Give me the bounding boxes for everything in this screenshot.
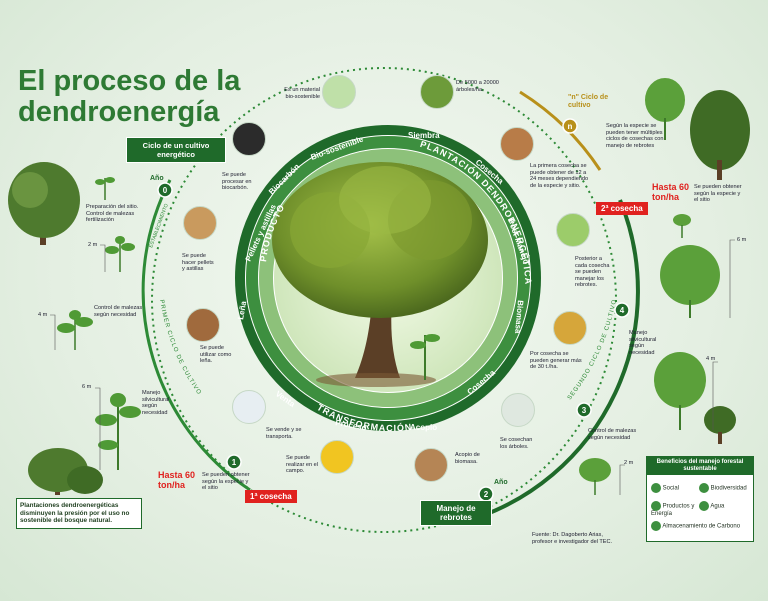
height-rulers <box>50 239 735 495</box>
seedling-plot-icon <box>420 75 454 109</box>
note-n-ciclo: Según la especie se pueden tener múltipl… <box>606 123 664 149</box>
benefit-productos: Productos y Energía <box>651 501 699 517</box>
benefit-biodiversidad-label: Biodiversidad <box>710 485 747 492</box>
hasta-right: Hasta 60 ton/ha <box>652 182 690 202</box>
height-6m-left: 6 m <box>82 384 92 390</box>
benefits-title: Beneficios del manejo forestal sustentab… <box>647 457 753 475</box>
year-label-top: Año <box>150 175 164 182</box>
benefit-social-label: Social <box>662 485 680 492</box>
height-6m-right: 6 m <box>737 237 747 243</box>
ring-mid <box>246 136 530 420</box>
marker-3: 3 <box>582 406 587 415</box>
firewood-icon <box>186 308 220 342</box>
plantaciones-box: Plantaciones dendroenergéticas disminuye… <box>16 498 142 529</box>
ring-light <box>259 149 517 407</box>
note-cosechan: Se cosechan los árboles. <box>500 437 533 450</box>
logs-icon <box>414 448 448 482</box>
pellets-icon <box>183 206 217 240</box>
source-note: Fuente: Dr. Dagoberto Arias, profesor e … <box>532 532 613 545</box>
note-primera-cosecha: La primera cosecha se puede obtener de 1… <box>530 163 589 189</box>
note-preparacion: Preparación del sitio. Control de maleza… <box>86 204 139 224</box>
carbon-icon <box>651 521 661 531</box>
benefit-carbono-label: Almacenamiento de Carbono <box>662 523 741 530</box>
marker-4: 4 <box>620 306 625 315</box>
year-label-bottom: Año <box>494 479 508 486</box>
social-icon <box>651 483 661 493</box>
biomass-rolls-icon <box>553 311 587 345</box>
chainsaw-icon <box>501 393 535 427</box>
ring-siembra: Siembra <box>408 131 440 140</box>
benefit-social: Social <box>651 483 679 493</box>
n-ciclo-label: "n" Ciclo de cultivo <box>568 94 609 109</box>
hasta-left: Hasta 60 ton/ha <box>158 470 196 490</box>
height-2m-left: 2 m <box>88 242 98 248</box>
marker-1: 1 <box>232 458 237 467</box>
note-control1: Control de malezas según necesidad <box>94 305 143 318</box>
ring-biomasa: Biomasa <box>513 300 525 335</box>
biodiversity-icon <box>699 483 709 493</box>
ring-lena: Leña <box>236 300 248 320</box>
left-trees <box>8 162 103 495</box>
benefit-agua: Agua <box>699 501 724 511</box>
note-transporta: Se vende y se transporta. <box>266 427 302 440</box>
stump-icon <box>500 127 534 161</box>
cycle-label-box: Ciclo de un cultivo energético <box>126 137 226 163</box>
marker-n: n <box>568 122 573 131</box>
benefit-agua-label: Agua <box>710 503 725 510</box>
note-biomasa: Por cosecha se pueden generar más de 30 … <box>530 351 582 371</box>
year-markers: 0 1 2 3 4 n <box>157 118 630 502</box>
note-obtener2: Se pueden obtener según la especie y el … <box>694 184 742 204</box>
biochar-icon <box>232 122 266 156</box>
note-postmanejo: Posterior a cada cosecha se pueden manej… <box>575 256 610 289</box>
note-control2: Control de malezas según necesidad <box>588 428 637 441</box>
segunda-cosecha-label: 2ª cosecha <box>596 202 648 215</box>
note-manejo1: Manejo silvicultural según necesidad <box>142 390 170 416</box>
central-tree <box>272 162 488 387</box>
sprout-icon <box>556 213 590 247</box>
note-pellets: Se puede hacer pellets y astillas <box>182 253 214 273</box>
height-2m-right: 2 m <box>624 460 634 466</box>
recycle-icon <box>322 75 356 109</box>
note-campo: Se puede realizar en el campo. <box>286 455 319 475</box>
chipper-icon <box>320 440 354 474</box>
note-lena: Se puede utilizar como leña. <box>200 345 232 365</box>
cycle-dotted-ring <box>151 67 617 533</box>
ring-acopio: Acopio <box>410 423 437 432</box>
right-trees <box>579 78 750 495</box>
benefits-box: Beneficios del manejo forestal sustentab… <box>646 456 754 542</box>
note-biocarbon: Se puede procesar en biocarbón. <box>222 172 252 192</box>
first-cycle-arc <box>141 179 251 492</box>
benefit-biodiversidad: Biodiversidad <box>699 483 747 493</box>
benefit-carbono: Almacenamiento de Carbono <box>651 521 749 531</box>
truck-icon <box>232 390 266 424</box>
page-title: El proceso de la dendroenergía <box>18 65 241 128</box>
marker-2: 2 <box>484 490 489 499</box>
note-manejo2: Manejo silvicultural según necesidad <box>629 330 657 356</box>
ring-dark <box>235 125 541 431</box>
water-icon <box>699 501 709 511</box>
note-obtener1: Se pueden obtener según la especie y el … <box>202 472 250 492</box>
height-4m-left: 4 m <box>38 312 48 318</box>
primera-cosecha-label: 1ª cosecha <box>245 490 297 503</box>
height-4m-right: 4 m <box>706 356 716 362</box>
note-acopio: Acopio de biomasa. <box>455 452 480 465</box>
benefit-productos-label: Productos y Energía <box>651 503 695 517</box>
marker-0: 0 <box>163 186 168 195</box>
seedlings-left <box>57 177 141 470</box>
note-siembra: De 5000 a 20000 árboles/ha. <box>456 80 499 93</box>
second-cycle-arc <box>469 199 640 522</box>
energy-icon <box>651 501 661 511</box>
note-biosostenible: Es un material bio-sostenible <box>284 87 320 100</box>
manejo-rebrotes-label: Manejo de rebrotes <box>420 500 492 526</box>
